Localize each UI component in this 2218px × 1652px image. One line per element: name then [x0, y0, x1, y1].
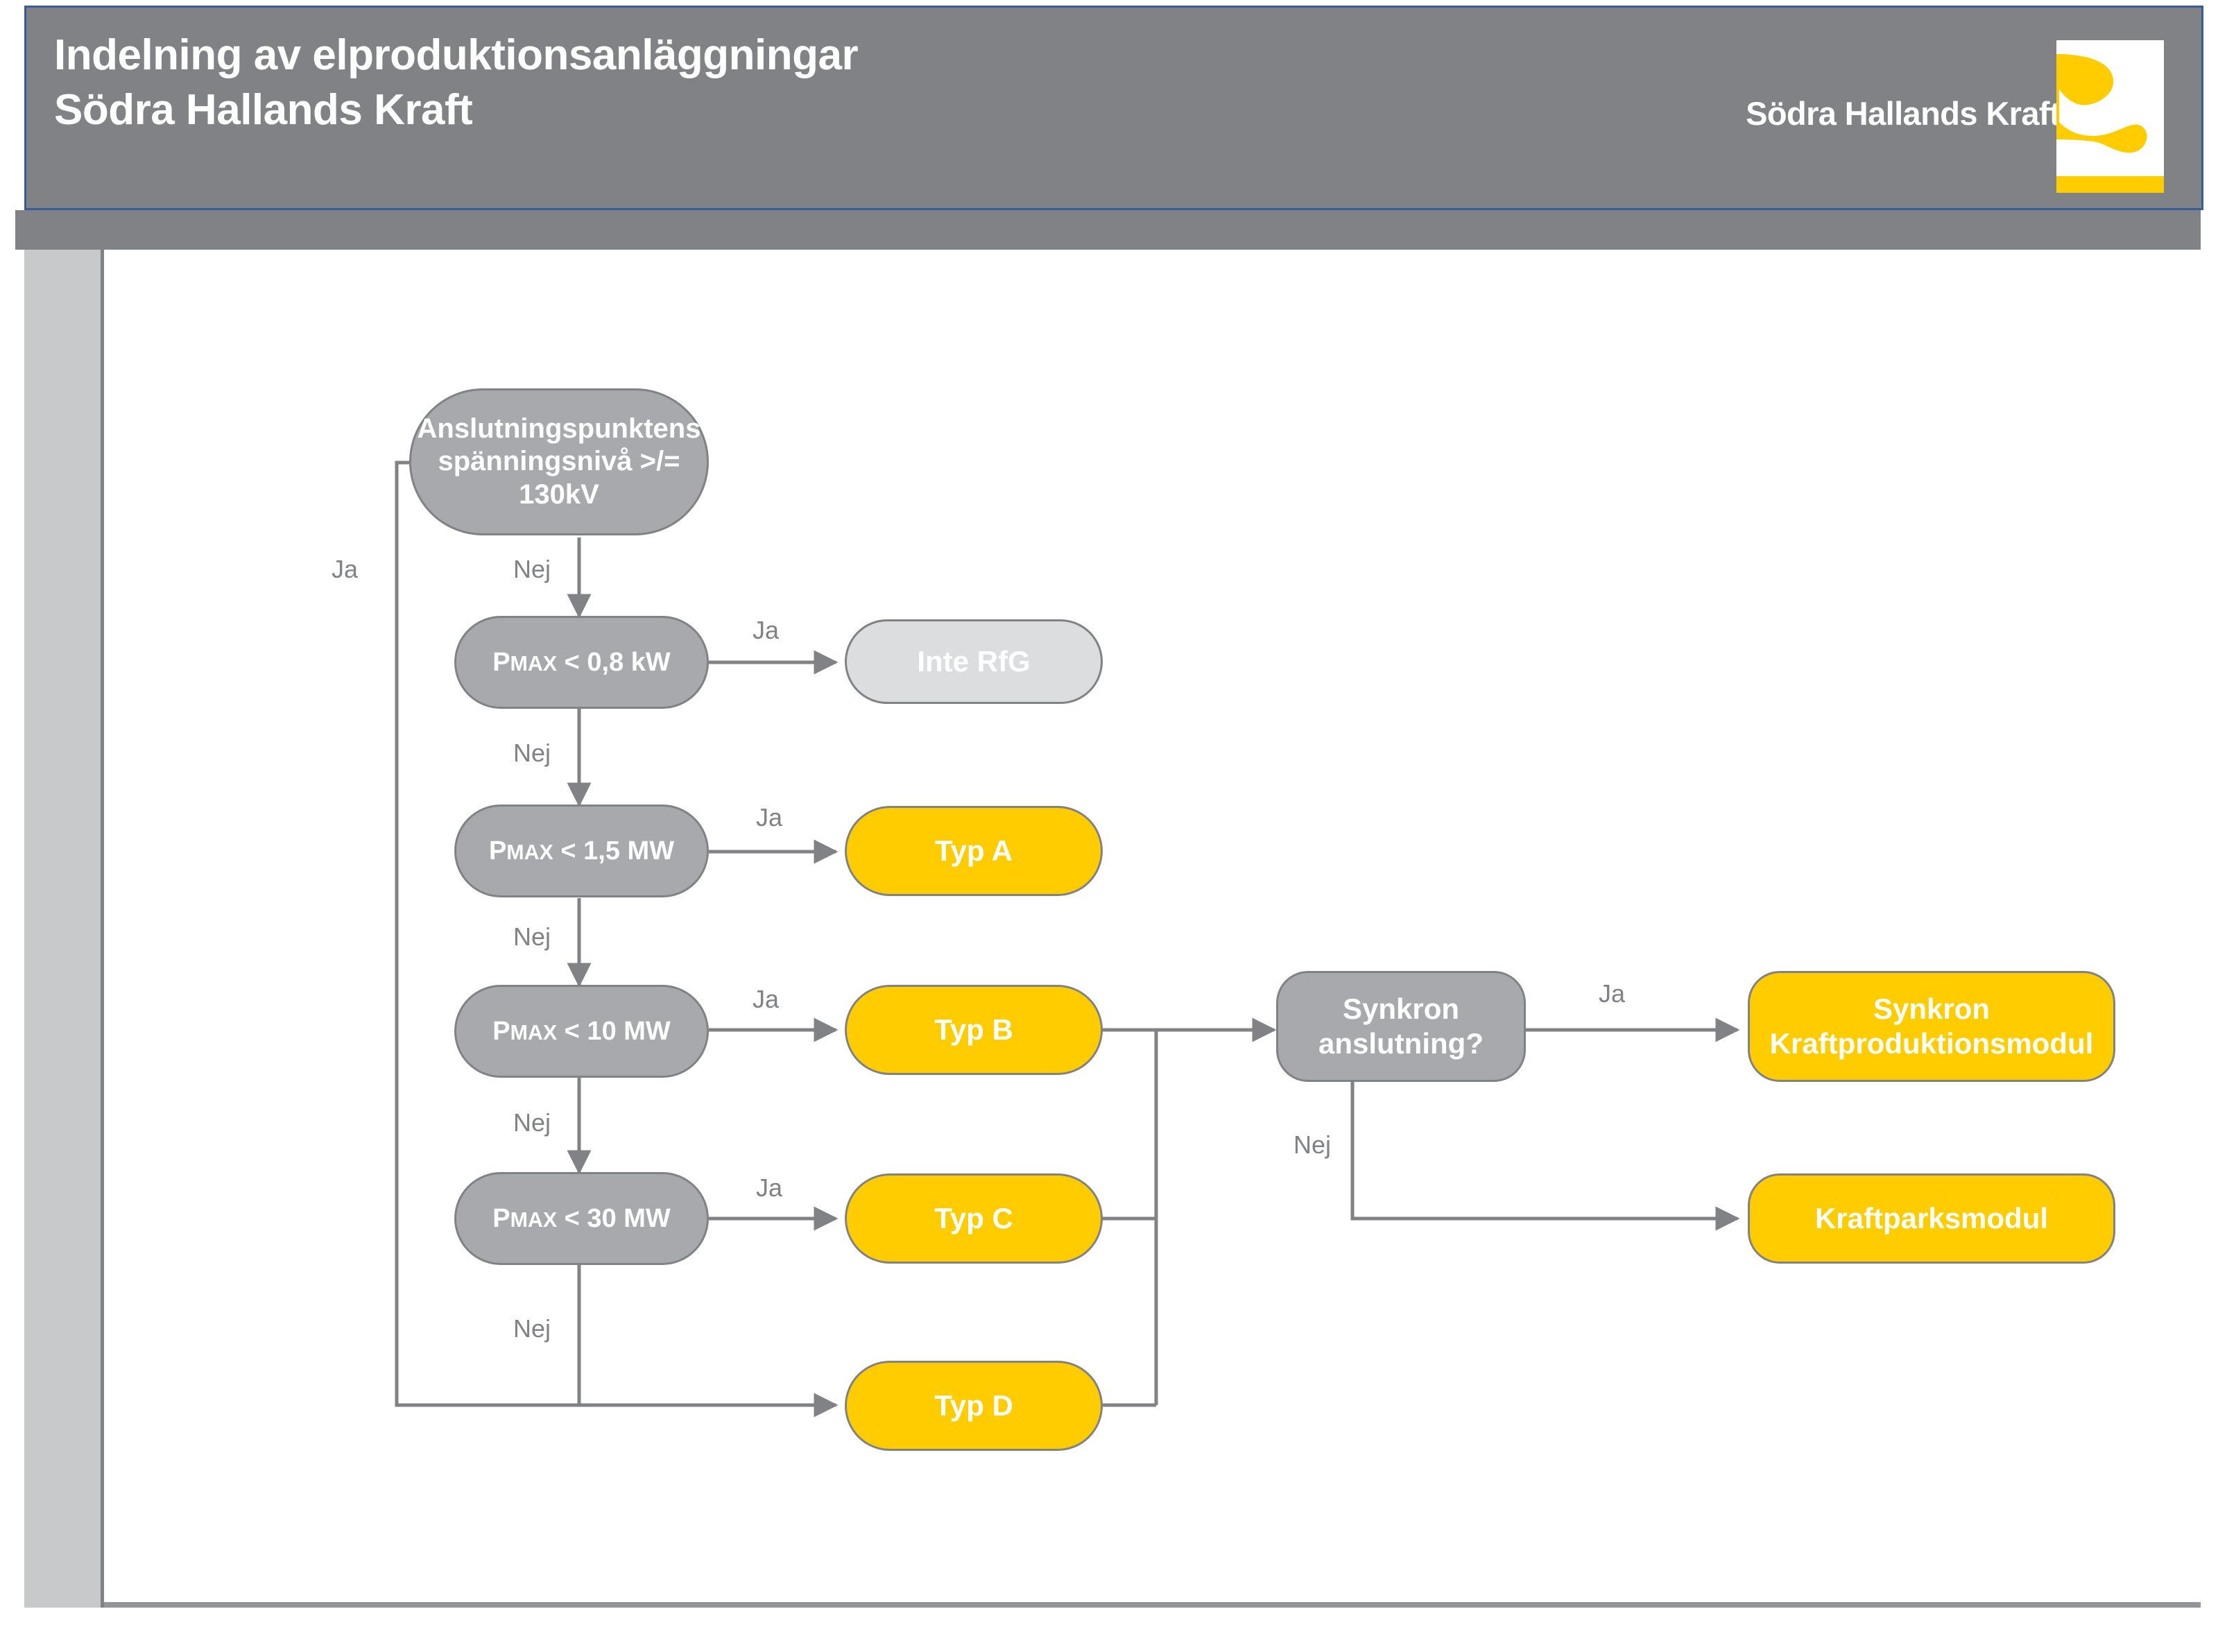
edge-label-nej-synkron: Nej [1293, 1130, 1332, 1159]
page-title-line2: Södra Hallands Kraft [54, 86, 473, 135]
node-synkron-kpm-line1: Synkron [1873, 992, 1991, 1026]
node-inte-rfg-label: Inte RfG [917, 645, 1031, 678]
node-kraftparksmodul[interactable]: Kraftparksmodul [1748, 1173, 2115, 1264]
node-inte-rfg[interactable]: Inte RfG [845, 619, 1103, 704]
header-band-top [24, 6, 2203, 210]
node-pmax-08kw[interactable]: PMAX < 0,8 kW [454, 616, 709, 709]
node-synkron-line1: Synkron [1342, 992, 1460, 1026]
pmax-10mw-sub: MAX [510, 1020, 558, 1044]
page-title: Indelning av elproduktionsanläggningar S… [54, 28, 1580, 138]
node-typ-c[interactable]: Typ C [845, 1173, 1103, 1264]
edge-label-nej-voltage: Nej [513, 555, 551, 583]
header-band-bottom [15, 210, 2201, 250]
node-typ-b-label: Typ B [934, 1013, 1013, 1047]
node-typ-a[interactable]: Typ A [845, 806, 1103, 896]
edge-label-ja-p30mw: Ja [756, 1173, 783, 1202]
pmax-10mw-p: P [492, 1016, 510, 1046]
node-typ-d-label: Typ D [934, 1389, 1013, 1422]
page-title-line1: Indelning av elproduktionsanläggningar [54, 31, 859, 79]
node-synkron-kraftproduktionsmodul[interactable]: Synkron Kraftproduktionsmodul [1748, 971, 2115, 1082]
node-pmax-30mw[interactable]: PMAX < 30 MW [454, 1172, 709, 1265]
node-synkron-line2: anslutning? [1318, 1027, 1484, 1060]
pmax-30mw-p: P [492, 1203, 510, 1233]
edge-label-ja-p15mw: Ja [756, 803, 783, 832]
edge-label-ja-p10mw: Ja [753, 985, 780, 1013]
pmax-08kw-p: P [492, 647, 510, 677]
slide-side-strip [24, 250, 104, 1608]
node-typ-b[interactable]: Typ B [845, 985, 1103, 1075]
logo-swoosh-icon [2056, 40, 2164, 193]
node-typ-a-label: Typ A [935, 834, 1013, 868]
pmax-15mw-p: P [488, 836, 507, 866]
pmax-30mw-rest: < 30 MW [557, 1203, 671, 1233]
edge-label-nej-p10mw: Nej [513, 1108, 551, 1137]
edge-label-ja-voltage: Ja [332, 555, 359, 583]
pmax-30mw-sub: MAX [510, 1207, 558, 1232]
node-voltage[interactable]: Anslutningspunktens spänningsnivå >/= 13… [409, 388, 709, 535]
edge-label-nej-p08kw: Nej [513, 739, 551, 767]
node-synkron-anslutning[interactable]: Synkron anslutning? [1276, 971, 1526, 1082]
pmax-15mw-sub: MAX [506, 840, 553, 864]
edge-label-nej-p30mw: Nej [513, 1314, 551, 1343]
edge-label-ja-synkron: Ja [1599, 979, 1626, 1008]
node-typ-d[interactable]: Typ D [845, 1361, 1103, 1451]
edge-label-ja-p08kw: Ja [753, 616, 780, 644]
pmax-08kw-rest: < 0,8 kW [557, 647, 671, 677]
node-synkron-kpm-line2: Kraftproduktionsmodul [1769, 1027, 2094, 1060]
pmax-08kw-sub: MAX [510, 651, 558, 676]
company-logo: Södra Hallands Kraft [1734, 40, 2164, 193]
edge-label-nej-p15mw: Nej [513, 922, 551, 951]
logo-wordmark: Södra Hallands Kraft [1746, 95, 2060, 132]
node-voltage-line1: Anslutningspunktens [417, 413, 701, 445]
node-kraftparksmodul-label: Kraftparksmodul [1814, 1202, 2049, 1235]
node-pmax-15mw[interactable]: PMAX < 1,5 MW [454, 805, 709, 897]
node-pmax-10mw[interactable]: PMAX < 10 MW [454, 985, 709, 1078]
pmax-10mw-rest: < 10 MW [557, 1016, 671, 1046]
node-typ-c-label: Typ C [934, 1202, 1013, 1235]
node-voltage-line2: spänningsnivå >/= 130kV [438, 446, 680, 510]
pmax-15mw-rest: < 1,5 MW [553, 836, 675, 866]
